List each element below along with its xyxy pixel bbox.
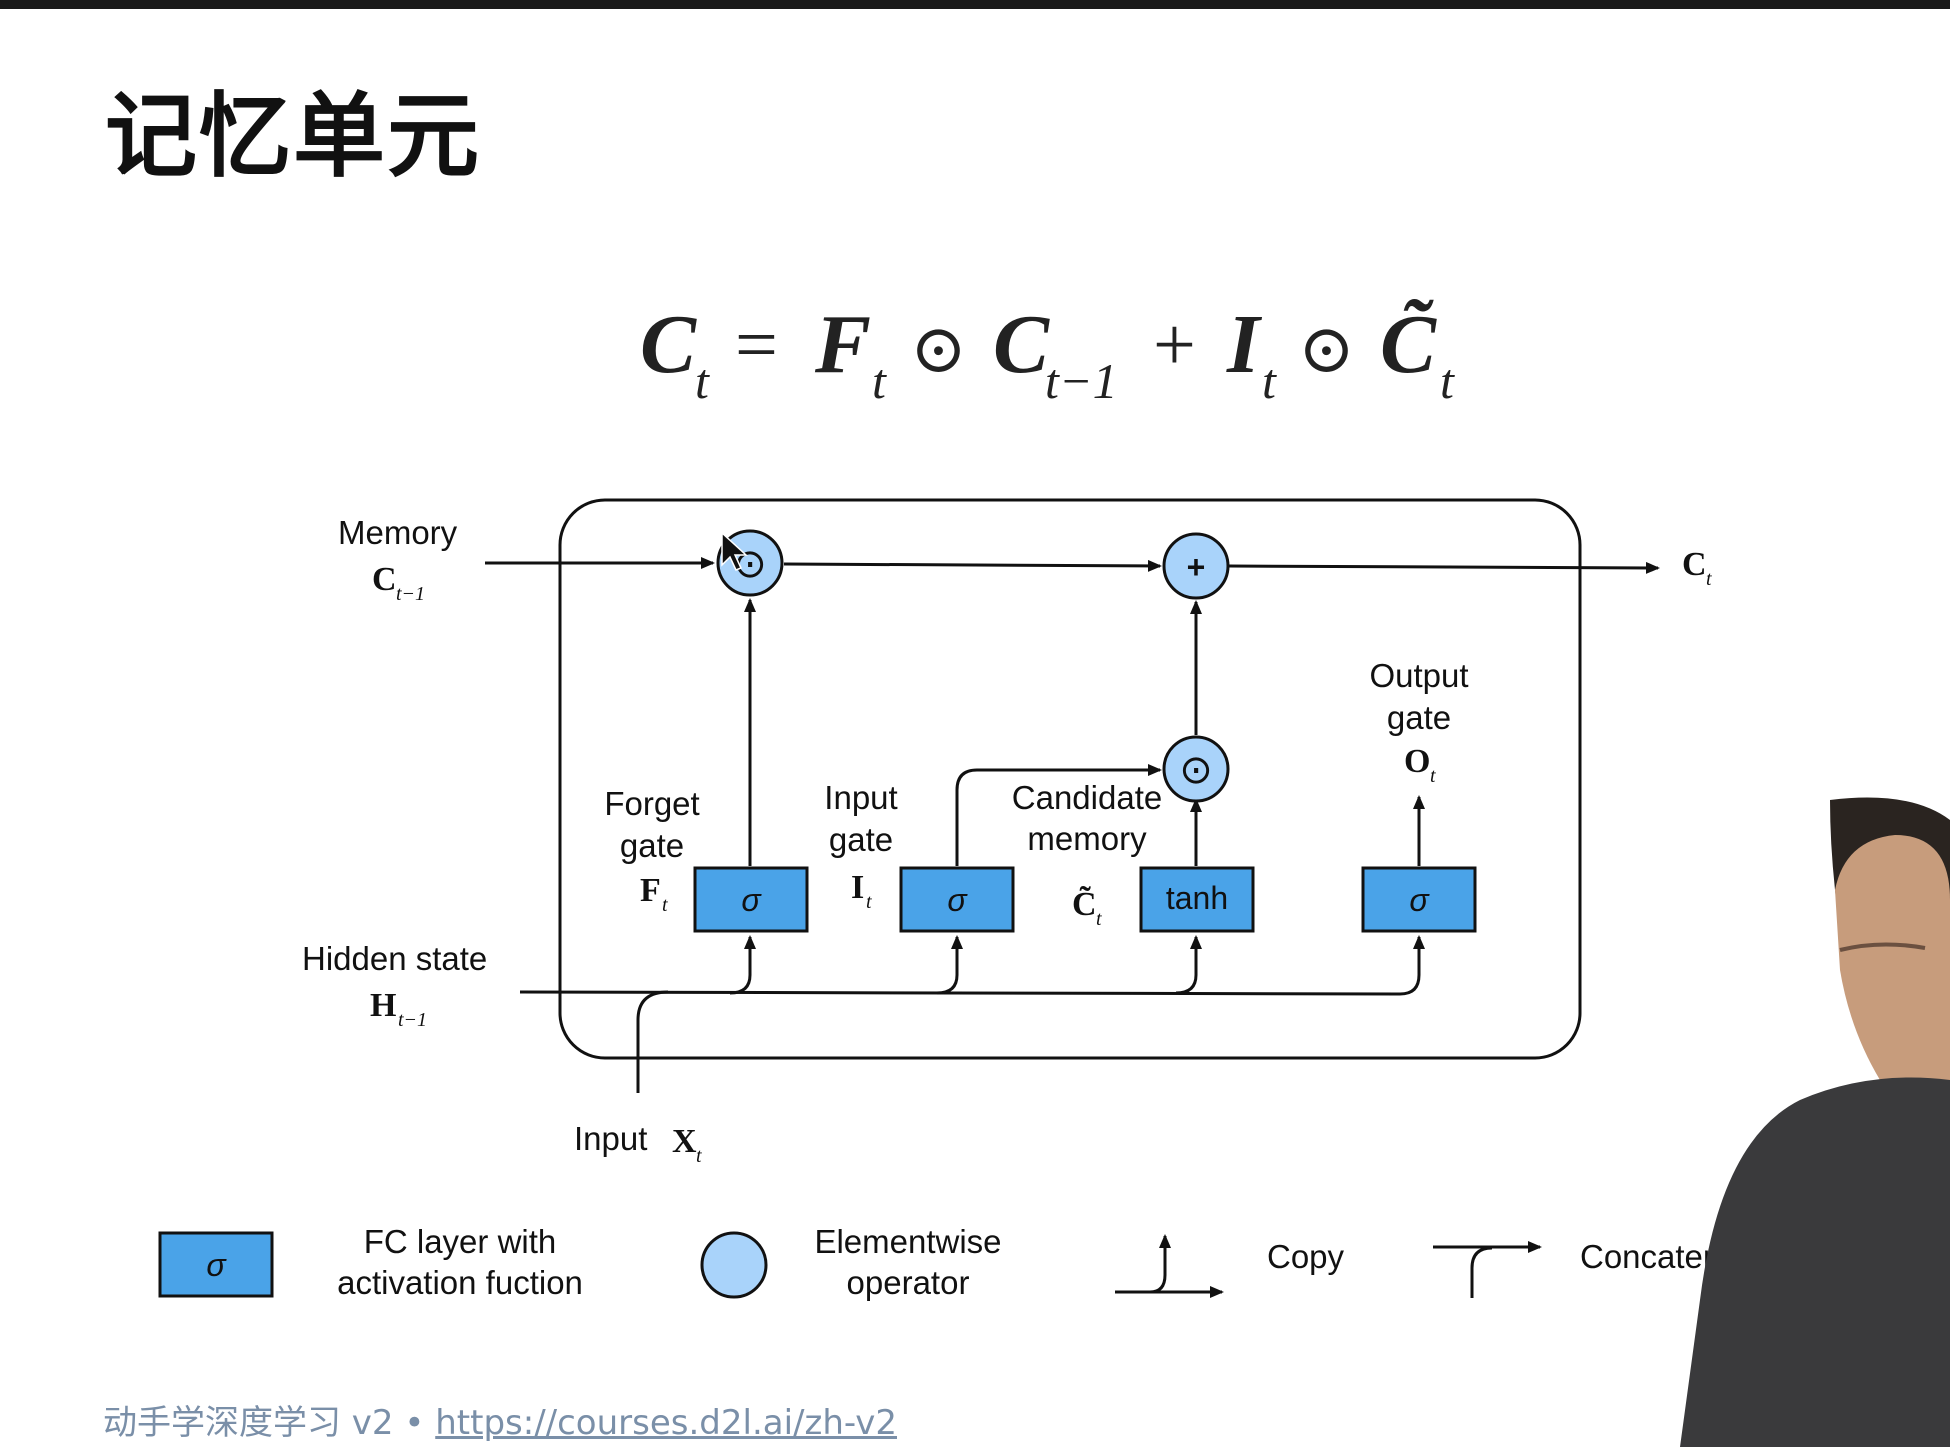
input-concat-line bbox=[636, 990, 669, 1093]
input-gate-subscript: t bbox=[866, 891, 872, 913]
legend-elementwise-circle bbox=[700, 1231, 768, 1299]
eq-prev-cell: C bbox=[993, 298, 1050, 391]
input-gate-to-mult-arrow bbox=[955, 764, 1162, 866]
memory-subscript: t−1 bbox=[396, 583, 425, 605]
input-gate-symbol: I bbox=[851, 869, 864, 906]
candidate-subscript: t bbox=[1096, 908, 1102, 930]
memory-equation: C t = F t ⊙ C t−1 + I t ⊙ C̃ t bbox=[640, 298, 1455, 409]
footer-text: 动手学深度学习 v2 • bbox=[103, 1403, 436, 1443]
legend-concat-vertical bbox=[1470, 1246, 1493, 1298]
eq-candidate-sub: t bbox=[1440, 353, 1455, 409]
legend-elementwise-line2: operator bbox=[847, 1264, 970, 1301]
legend-fc-line1: FC layer with bbox=[364, 1223, 557, 1260]
candidate-label-2: memory bbox=[1027, 820, 1147, 857]
forget-gate-symbol: F bbox=[640, 872, 661, 909]
hidden-state-line bbox=[519, 935, 1425, 996]
output-cell-subscript: t bbox=[1706, 568, 1712, 590]
hidden-state-label: Hidden state bbox=[302, 940, 487, 977]
tanh-box-label: tanh bbox=[1166, 880, 1228, 916]
output-gate-symbol: O bbox=[1404, 743, 1430, 780]
presenter-video bbox=[1680, 797, 1950, 1447]
input-subscript: t bbox=[696, 1145, 702, 1167]
candidate-symbol: C̃ bbox=[1072, 885, 1097, 923]
eq-forget: F bbox=[814, 298, 871, 391]
input-label: Input bbox=[574, 1120, 647, 1157]
output-gate-subscript: t bbox=[1430, 765, 1436, 787]
eq-input-sub: t bbox=[1262, 353, 1277, 409]
output-gate-box: σ bbox=[1361, 866, 1477, 933]
legend-fc-symbol: σ bbox=[206, 1247, 227, 1283]
legend-fc-line2: activation fuction bbox=[337, 1264, 583, 1301]
presenter-face bbox=[1835, 835, 1950, 1111]
input-symbol: X bbox=[672, 1123, 697, 1160]
forget-gate-label-1: Forget bbox=[604, 785, 699, 822]
forget-gate-label-2: gate bbox=[620, 827, 684, 864]
candidate-mult-symbol: ⊙ bbox=[1179, 748, 1213, 792]
input-gate-box: σ bbox=[899, 866, 1015, 933]
tanh-box: tanh bbox=[1139, 866, 1255, 933]
memory-out-arrow bbox=[1228, 561, 1660, 574]
eq-equals: = bbox=[735, 303, 778, 387]
legend-elementwise-line1: Elementwise bbox=[814, 1223, 1001, 1260]
memory-mid-arrow bbox=[783, 559, 1162, 572]
slide-title: 记忆单元 bbox=[105, 83, 482, 190]
eq-lhs: C bbox=[640, 298, 697, 391]
eq-plus: + bbox=[1153, 303, 1196, 387]
mouse-cursor bbox=[721, 531, 748, 571]
eq-hadamard-2: ⊙ bbox=[1298, 311, 1355, 387]
footer: 动手学深度学习 v2 • https://courses.d2l.ai/zh-v… bbox=[103, 1395, 897, 1444]
cell-boundary bbox=[558, 498, 1582, 1060]
eq-lhs-sub: t bbox=[695, 353, 710, 409]
plus-node: + bbox=[1162, 532, 1230, 600]
hidden-state-symbol: H bbox=[370, 987, 396, 1024]
legend: σ FC layer with activation fuction Eleme… bbox=[158, 1223, 1721, 1301]
legend-copy-label: Copy bbox=[1267, 1238, 1345, 1275]
memory-label: Memory bbox=[338, 514, 458, 551]
eq-candidate: C̃ bbox=[1380, 298, 1437, 391]
eq-hadamard-1: ⊙ bbox=[910, 311, 967, 387]
legend-concat-label: Concaten bbox=[1580, 1238, 1721, 1275]
presenter-glasses bbox=[1839, 942, 1926, 952]
to-input-gate-arrow bbox=[936, 935, 963, 995]
candidate-label-1: Candidate bbox=[1012, 779, 1162, 816]
eq-prev-cell-sub: t−1 bbox=[1045, 353, 1118, 409]
input-gate-label-1: Input bbox=[824, 779, 897, 816]
legend-fc-box bbox=[158, 1231, 274, 1298]
to-forget-arrow bbox=[729, 935, 756, 995]
legend-copy-arrow-v bbox=[1149, 1234, 1171, 1294]
top-bar bbox=[0, 0, 1950, 9]
output-cell-symbol: C bbox=[1682, 546, 1707, 583]
candidate-mult-node: ⊙ bbox=[1162, 735, 1230, 803]
input-gate-label-2: gate bbox=[829, 821, 893, 858]
output-gate-label-1: Output bbox=[1369, 657, 1468, 694]
presenter-shirt bbox=[1680, 1077, 1950, 1447]
output-gate-label-2: gate bbox=[1387, 699, 1451, 736]
input-box-label: σ bbox=[947, 882, 968, 918]
memory-symbol: C bbox=[372, 561, 397, 598]
forget-box-label: σ bbox=[741, 882, 762, 918]
hidden-state-subscript: t−1 bbox=[398, 1009, 427, 1031]
to-tanh-arrow bbox=[1175, 935, 1202, 995]
output-box-label: σ bbox=[1409, 882, 1430, 918]
plus-symbol: + bbox=[1187, 549, 1206, 585]
eq-input: I bbox=[1226, 298, 1263, 391]
footer-link[interactable]: https://courses.d2l.ai/zh-v2 bbox=[435, 1403, 897, 1443]
forget-gate-subscript: t bbox=[662, 894, 668, 916]
forget-gate-box: σ bbox=[693, 866, 809, 933]
eq-forget-sub: t bbox=[872, 353, 887, 409]
